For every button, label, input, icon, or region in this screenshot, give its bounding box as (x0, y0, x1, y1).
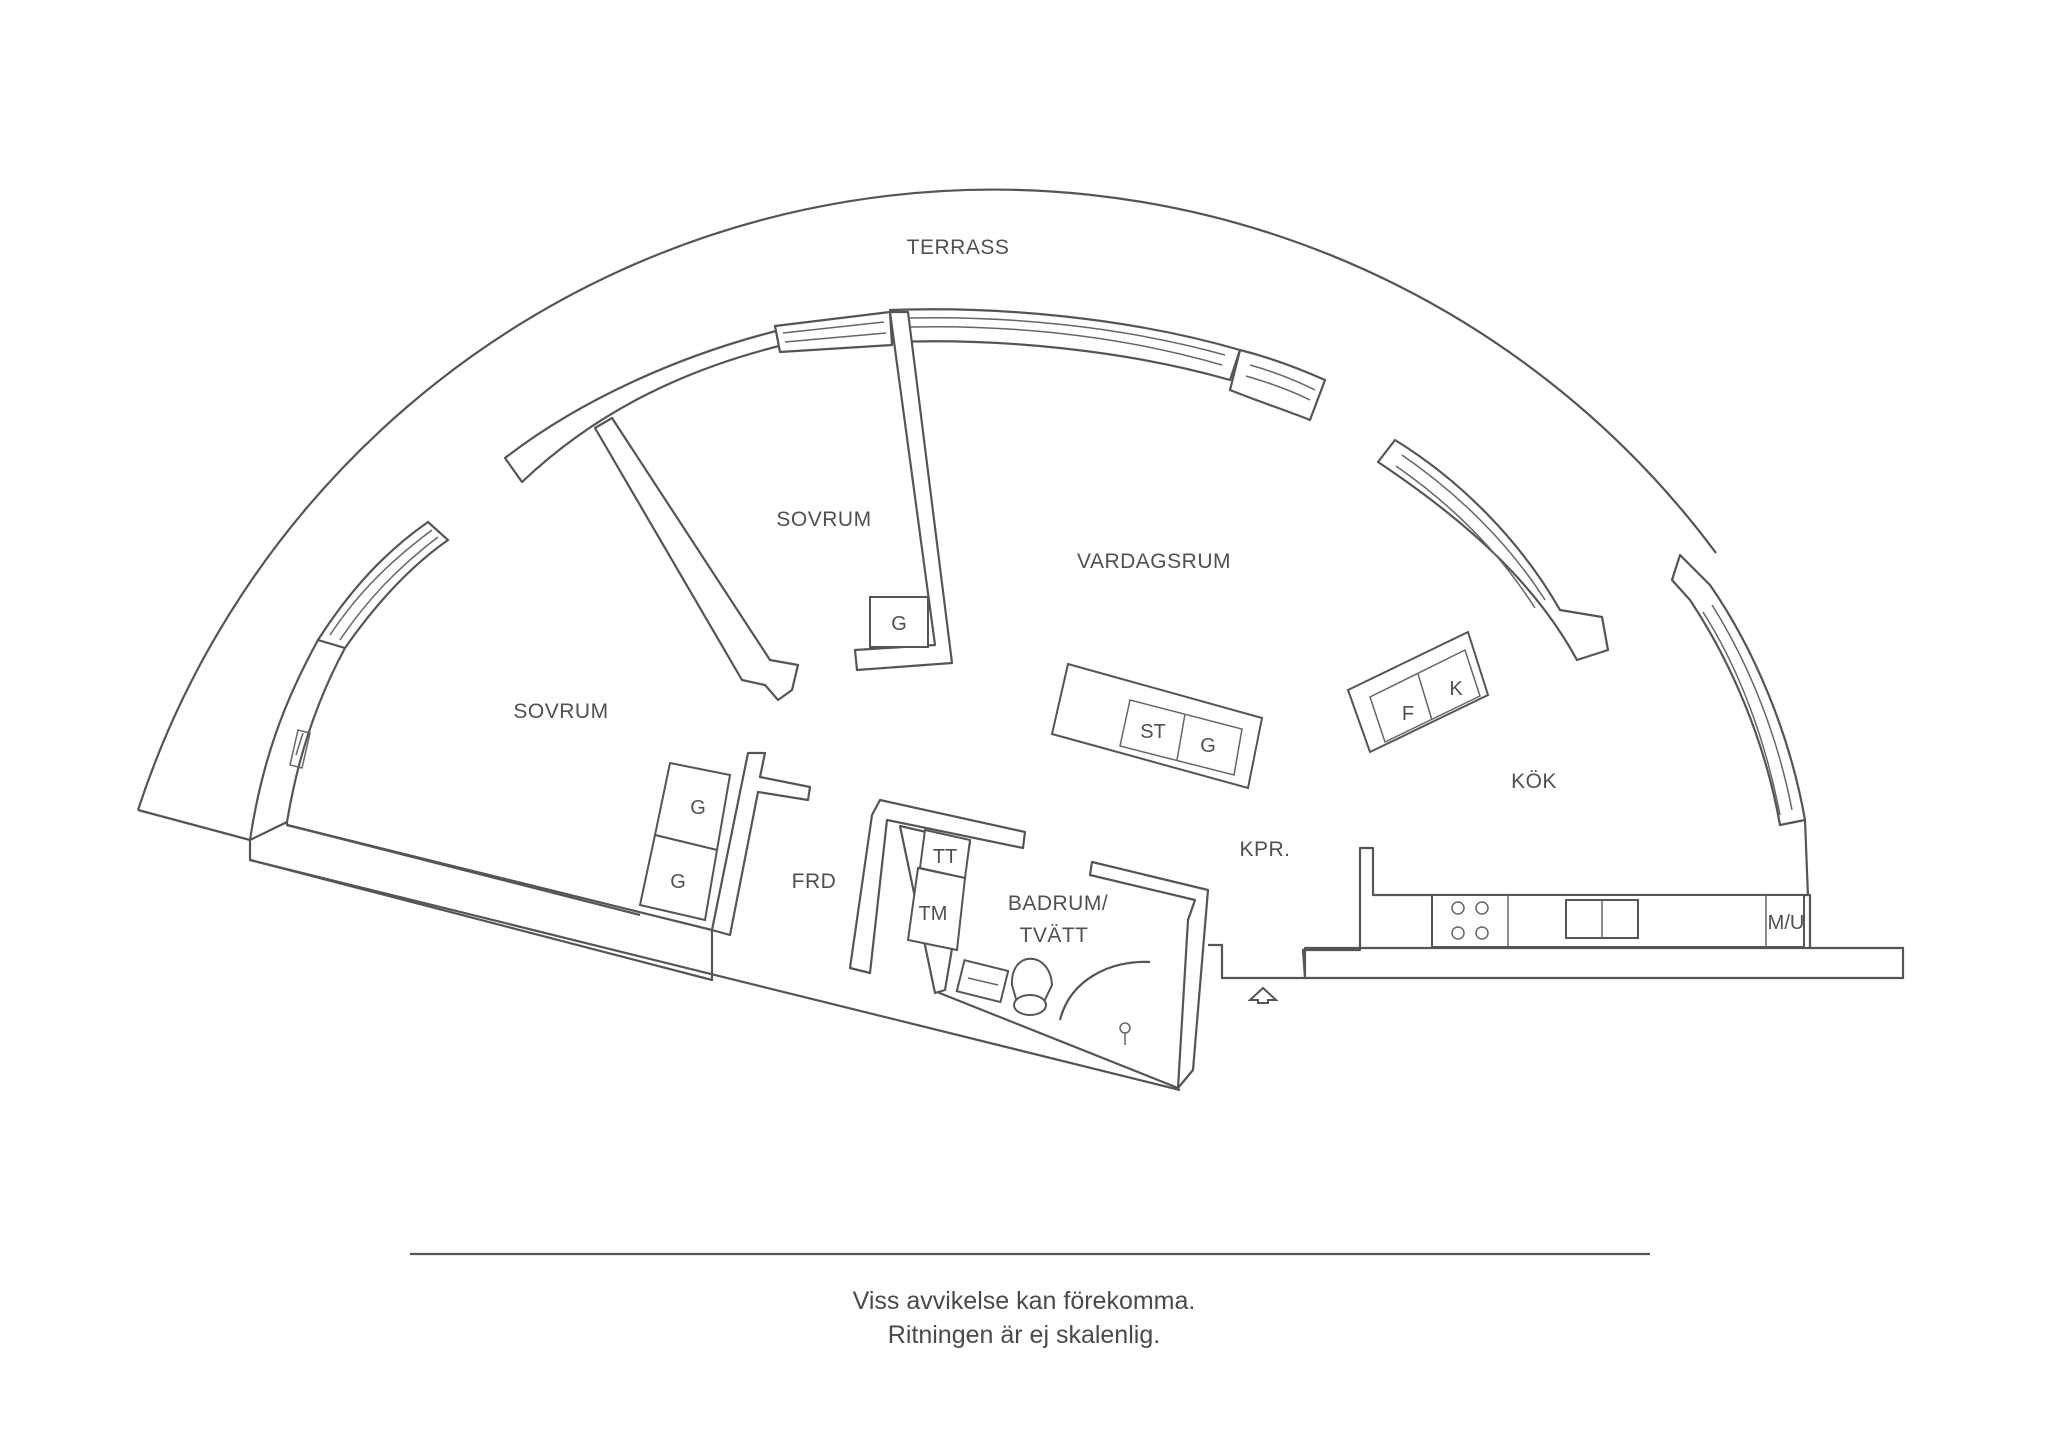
stove-burner-2 (1475, 901, 1489, 915)
disclaimer-line-2: Ritningen är ej skalenlig. (887, 1321, 1161, 1349)
outer-wall-left-outer (248, 639, 319, 841)
wall-sovrum-vertical (853, 310, 954, 672)
toilet-seat (1013, 994, 1047, 1016)
wall-bottom-long (249, 858, 1181, 1092)
sofa-g-label: G (1200, 735, 1216, 757)
wall-bottom-inner (286, 823, 641, 917)
wall-badrum-right (1088, 860, 1210, 1090)
wall-badrum-bottom (936, 990, 1179, 1090)
wall-badrum-top (848, 798, 1027, 975)
fridge-freezer-inner (1369, 648, 1481, 744)
window-top-left (773, 310, 894, 354)
wardrobe-sovrum (869, 596, 929, 648)
window-left-lower-glass (295, 732, 304, 756)
room-label-vardagsrum: VARDAGSRUM (1077, 550, 1231, 573)
wardrobe-frd-lower-label: G (670, 871, 686, 893)
wardrobe-frd-lower (638, 833, 719, 922)
window-top-center (888, 308, 1242, 382)
wall-sovrum-stub (503, 328, 785, 484)
terrace-outer-edge (136, 188, 1717, 811)
wall-entrance-left (1208, 943, 1305, 980)
sofa-unit (1050, 662, 1264, 790)
outer-wall-left-inner (285, 647, 346, 823)
freezer-label: F (1402, 703, 1414, 725)
bathroom-sink-basin (967, 977, 999, 986)
entrance-arrow-icon (1247, 986, 1279, 1004)
room-label-sovrum-lower: SOVRUM (513, 700, 608, 723)
window-left-upper-glass (329, 529, 439, 641)
window-right (1376, 438, 1610, 662)
window-top-right (1228, 348, 1327, 422)
room-label-sovrum-upper: SOVRUM (776, 508, 871, 531)
room-label-kok: KÖK (1511, 770, 1557, 793)
window-left-upper-frame (316, 520, 450, 650)
disclaimer-line-1: Viss avvikelse kan förekomma. (852, 1287, 1196, 1315)
window-right-glass (1395, 454, 1546, 609)
room-label-kpr: KPR. (1239, 838, 1290, 861)
room-label-badrum-line1: BADRUM/ (1008, 892, 1108, 915)
sofa-st-label: ST (1140, 721, 1166, 743)
window-left-lower (289, 729, 311, 769)
tumble-dryer-label: TT (933, 846, 957, 868)
washing-machine-label: TM (919, 903, 948, 925)
shower-drain (1119, 1022, 1131, 1034)
washing-machine (906, 866, 967, 952)
stove-burner-4 (1475, 926, 1489, 940)
room-label-frd: FRD (792, 870, 837, 893)
wall-sovrum-diagonal (593, 416, 800, 702)
room-label-badrum-line2: TVÄTT (1020, 924, 1089, 947)
wardrobe-sovrum-label: G (891, 613, 907, 635)
window-top-right-glass (1245, 364, 1316, 401)
terrace-left-edge (137, 808, 251, 842)
room-label-terrass: TERRASS (907, 236, 1010, 259)
window-top-center-glass (909, 317, 1226, 366)
fridge-label: K (1449, 678, 1463, 700)
fridge-freezer-unit (1346, 630, 1490, 754)
wall-frd (710, 751, 812, 937)
window-far-right (1670, 553, 1807, 827)
wardrobe-frd-upper-label: G (690, 797, 706, 819)
microwave-label: M/U (1768, 912, 1805, 934)
stove-burner-3 (1451, 926, 1465, 940)
stove-burner-1 (1451, 901, 1465, 915)
window-top-left-glass (782, 321, 887, 343)
shower-curve (1058, 960, 1151, 1021)
sofa-unit-inner (1119, 699, 1243, 776)
window-far-right-glass (1702, 604, 1793, 816)
